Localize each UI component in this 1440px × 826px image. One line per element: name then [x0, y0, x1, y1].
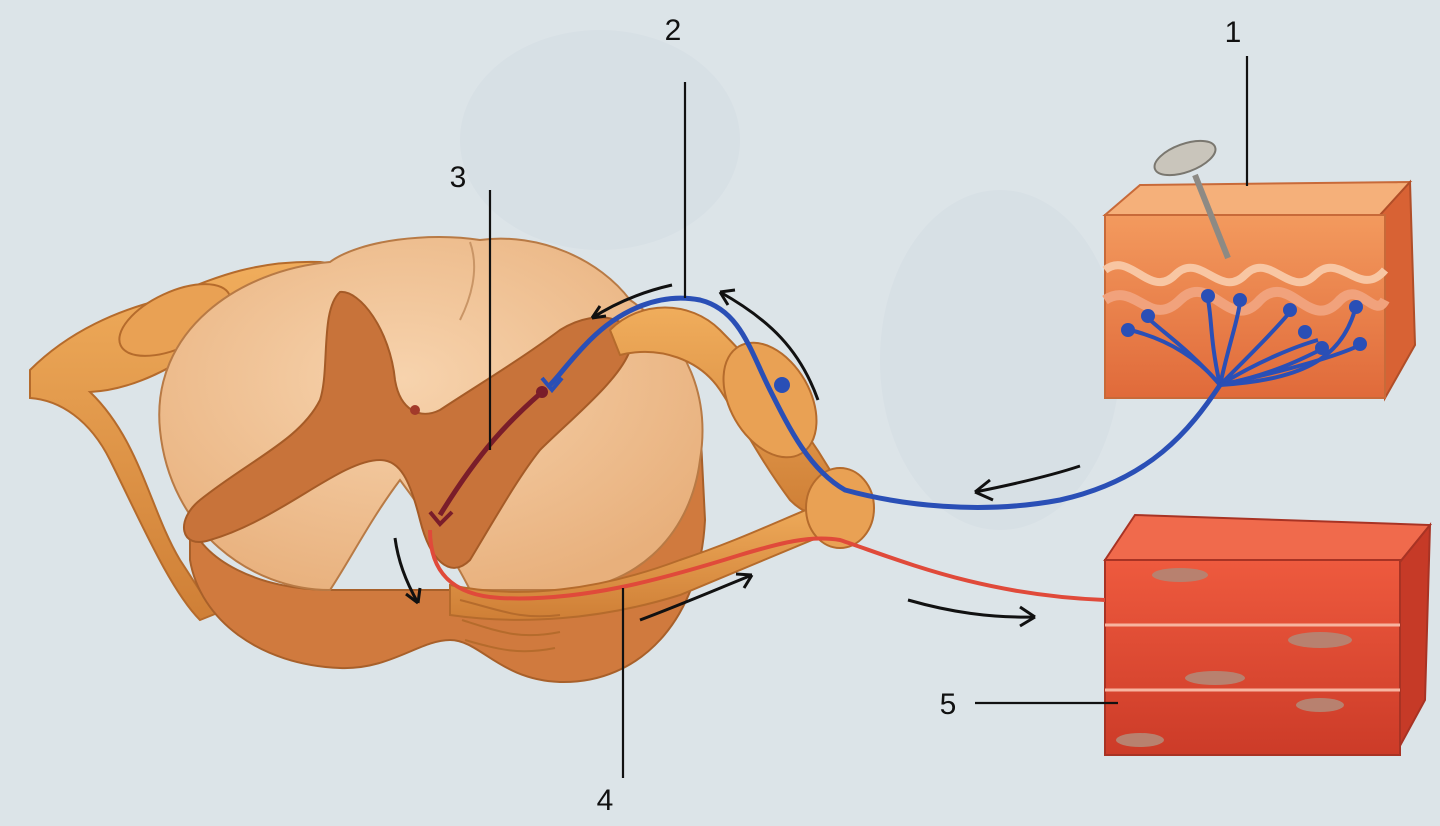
interneuron — [428, 386, 548, 527]
label-1: 1 — [1225, 16, 1242, 49]
muscle-block — [1103, 513, 1433, 756]
label-5: 5 — [940, 688, 957, 721]
spinal-nerve-roots — [449, 306, 875, 653]
leader-lines — [488, 56, 1249, 778]
nail-stimulus — [1153, 139, 1231, 260]
diagram-labels: 1 2 3 4 5 — [450, 14, 1242, 817]
motor-neuron — [428, 529, 1106, 602]
impulse-direction-arrows — [393, 283, 1081, 628]
label-3: 3 — [450, 161, 467, 194]
label-2: 2 — [665, 14, 682, 47]
spinal-cord — [158, 235, 707, 684]
label-4: 4 — [597, 784, 614, 817]
sensory-neuron — [540, 289, 1367, 510]
skin-block — [1102, 139, 1417, 402]
